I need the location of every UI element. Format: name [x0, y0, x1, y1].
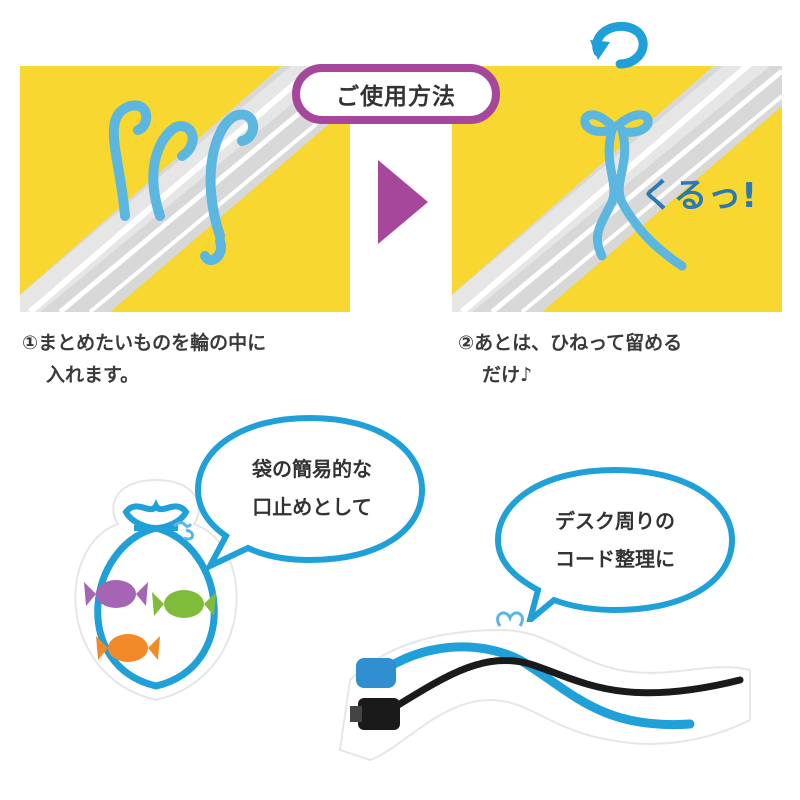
step2-caption-line1: ②あとは、ひねって留める	[458, 332, 683, 354]
cable-speech-bubble	[494, 466, 736, 622]
step2-caption-line2: だけ♪	[482, 364, 533, 386]
purple-candy-icon	[84, 580, 148, 608]
cable-bubble-line1: デスク周りの	[555, 509, 675, 533]
step2-illustration	[452, 66, 782, 312]
rotate-arrow-icon	[590, 22, 648, 69]
bag-speech-bubble	[194, 414, 426, 570]
kururu-label: くるっ!	[640, 176, 757, 216]
cable-bubble-line2: コード整理に	[555, 547, 675, 571]
page-title: ご使用方法	[292, 64, 500, 124]
bag-bubble-line1: 袋の簡易的な	[252, 457, 372, 481]
next-arrow-icon	[378, 160, 428, 244]
green-candy-icon	[152, 590, 216, 618]
step1-caption-line2: 入れます。	[46, 364, 140, 386]
step1-caption-line1: ①まとめたいものを輪の中に	[22, 332, 267, 354]
bag-bubble-line2: 口止めとして	[252, 495, 372, 519]
candy-bag-illustration	[74, 478, 238, 702]
cable-illustration	[338, 611, 751, 762]
orange-candy-icon	[96, 634, 160, 662]
